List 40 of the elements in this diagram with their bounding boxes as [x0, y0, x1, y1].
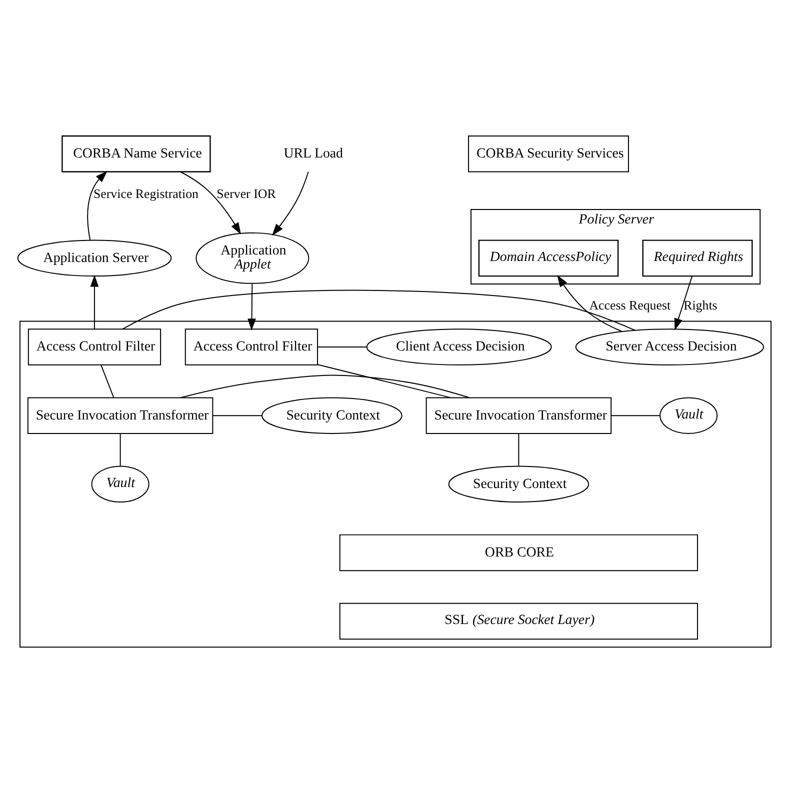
node-box: SSL (Secure Socket Layer): [339, 602, 698, 640]
arrow: [87, 170, 108, 241]
node-box: CORBA Security Services: [468, 135, 629, 172]
node-box: Required Rights: [642, 240, 753, 277]
node-box: Secure Invocation Transformer: [426, 397, 612, 434]
edge-label: Access Request: [589, 298, 671, 313]
node-ellipse: Application Applet: [196, 232, 310, 284]
connector: [100, 364, 114, 398]
node-box: Access Control Filter: [28, 328, 162, 366]
node-ellipse: Security Context: [448, 466, 590, 503]
connector: [317, 346, 367, 348]
edge-label: Service Registration: [93, 186, 198, 201]
node-ellipse: Vault: [660, 397, 718, 434]
node-ellipse: Server Access Decision: [575, 328, 764, 366]
connector: [610, 415, 660, 416]
arrow: [248, 283, 256, 331]
arrow: [90, 274, 99, 330]
edge-label: Server IOR: [216, 186, 276, 201]
arrow: [180, 171, 242, 234]
cluster: [19, 320, 772, 648]
node-box: Access Control Filter: [184, 328, 318, 366]
node-ellipse: Client Access Decision: [366, 328, 552, 366]
node-box: CORBA Name Service: [62, 135, 211, 172]
node-ellipse: Vault: [91, 466, 150, 503]
node-ellipse: Security Context: [261, 397, 402, 434]
node-text: URL Load: [284, 146, 344, 162]
connector: [317, 364, 452, 398]
connector: [122, 290, 636, 331]
arrow: [272, 171, 309, 236]
arrow: [557, 274, 622, 332]
edge-label: Rights: [684, 298, 718, 313]
node-box: ORB CORE: [339, 534, 698, 572]
node-ellipse: Application Server: [17, 240, 172, 277]
connector: [518, 433, 520, 466]
node-box: Secure Invocation Transformer: [27, 397, 214, 434]
arrow: [674, 276, 693, 330]
node-box: Domain AccessPolicy: [478, 240, 619, 277]
connector: [212, 415, 263, 416]
connector: [120, 433, 121, 466]
connector: [180, 374, 470, 398]
